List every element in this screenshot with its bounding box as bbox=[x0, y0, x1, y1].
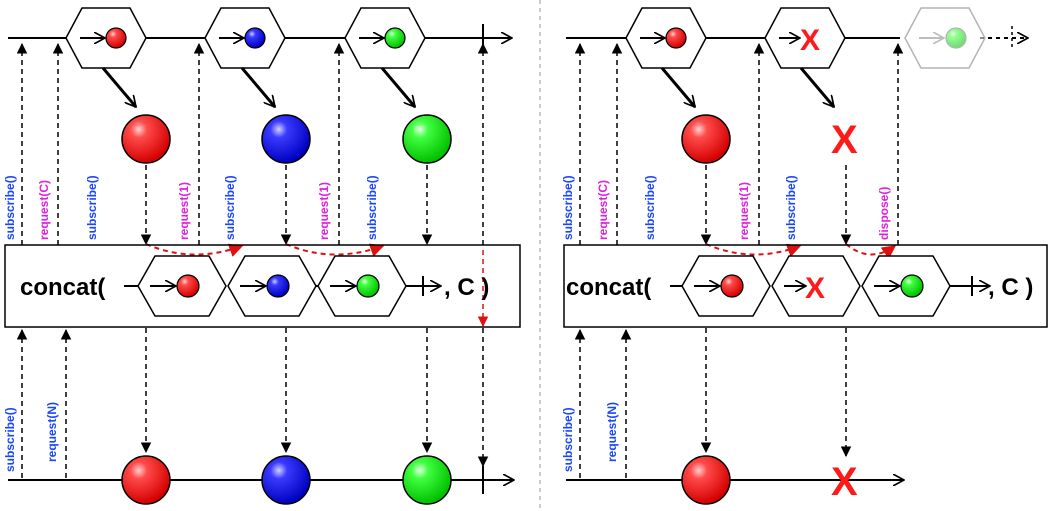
error-x-icon: X bbox=[831, 460, 858, 504]
op-hex-red bbox=[137, 255, 227, 317]
left-inner-source-red bbox=[65, 7, 147, 69]
out-red-marble bbox=[681, 455, 731, 505]
red-marble bbox=[665, 27, 687, 49]
blue-marble bbox=[244, 27, 266, 49]
operator-tail: , C ) bbox=[988, 274, 1033, 301]
right-panel: X X subscribe() request(C) subscribe() r… bbox=[561, 7, 1048, 505]
label-subscribe: subscribe() bbox=[85, 175, 99, 240]
label-subscribe: subscribe() bbox=[561, 407, 575, 472]
out-green-marble bbox=[402, 455, 452, 505]
demand-curve bbox=[705, 243, 802, 257]
demand-curve bbox=[845, 243, 897, 260]
label-subscribe: subscribe() bbox=[3, 175, 17, 240]
right-inner-source-red bbox=[625, 7, 707, 69]
right-inner-source-green-cancelled bbox=[904, 7, 986, 69]
blue-marble bbox=[266, 274, 290, 298]
red-marble bbox=[105, 27, 127, 49]
label-subscribe: subscribe() bbox=[365, 175, 379, 240]
left-operator-box bbox=[4, 244, 521, 328]
right-operator-box bbox=[563, 244, 1048, 328]
label-request: request(1) bbox=[177, 182, 191, 240]
error-x-icon: X bbox=[831, 118, 858, 162]
error-x-icon: X bbox=[800, 24, 820, 57]
big-red-marble bbox=[681, 114, 731, 164]
demand-curve bbox=[145, 243, 244, 257]
left-inner-source-green bbox=[344, 7, 426, 69]
red-marble bbox=[176, 274, 200, 298]
op-hex-red bbox=[681, 255, 771, 317]
green-marble bbox=[384, 27, 406, 49]
error-x-icon: X bbox=[805, 272, 825, 305]
op-hex-green bbox=[317, 255, 407, 317]
demand-curve bbox=[285, 243, 385, 257]
left-panel: subscribe() request(C) subscribe() reque… bbox=[3, 7, 521, 505]
red-marble bbox=[720, 274, 744, 298]
operator-tail: , C ) bbox=[444, 274, 489, 301]
label-subscribe: subscribe() bbox=[561, 175, 575, 240]
label-request: request(1) bbox=[737, 182, 751, 240]
right-inner-source-error: X bbox=[764, 7, 846, 69]
label-subscribe: subscribe() bbox=[784, 175, 798, 240]
left-inner-source-blue bbox=[204, 7, 286, 69]
op-hex-green bbox=[861, 255, 951, 317]
big-red-marble bbox=[121, 114, 171, 164]
label-request: request(1) bbox=[317, 182, 331, 240]
label-subscribe: subscribe() bbox=[3, 407, 17, 472]
label-subscribe: subscribe() bbox=[643, 175, 657, 240]
op-hex-blue bbox=[227, 255, 317, 317]
green-marble bbox=[945, 27, 967, 49]
green-marble bbox=[900, 274, 924, 298]
label-request: request(N) bbox=[45, 402, 59, 462]
out-blue-marble bbox=[261, 455, 311, 505]
label-dispose: dispose() bbox=[877, 187, 891, 240]
label-subscribe: subscribe() bbox=[223, 175, 237, 240]
label-request: request(C) bbox=[596, 180, 610, 240]
op-hex-error: X bbox=[771, 255, 861, 317]
green-marble bbox=[356, 274, 380, 298]
operator-label: concat( bbox=[20, 274, 105, 301]
big-green-marble bbox=[402, 114, 452, 164]
label-request: request(C) bbox=[37, 180, 51, 240]
out-red-marble bbox=[121, 455, 171, 505]
operator-label: concat( bbox=[566, 274, 651, 301]
label-request: request(N) bbox=[605, 402, 619, 462]
big-blue-marble bbox=[261, 114, 311, 164]
